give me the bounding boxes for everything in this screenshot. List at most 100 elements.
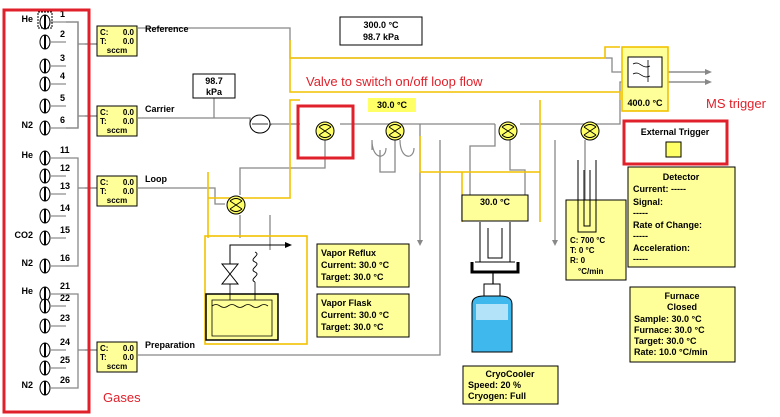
ms-trigger-annotation: MS trigger bbox=[706, 96, 767, 111]
fc-t-label: T: bbox=[100, 353, 107, 362]
flow-controller-box[interactable] bbox=[96, 341, 138, 373]
vapor-flask-target: Target: 30.0 °C bbox=[321, 322, 384, 332]
switching-valve-icon[interactable] bbox=[580, 121, 600, 141]
port-number: 4 bbox=[60, 71, 65, 81]
fc-t-value: 0.0 bbox=[123, 117, 135, 126]
pressure-gauge-unit: kPa bbox=[206, 87, 223, 97]
switching-valve-icon[interactable] bbox=[226, 195, 246, 215]
gas-port[interactable]: 22 bbox=[39, 293, 70, 314]
fc-unit: sccm bbox=[107, 362, 127, 371]
fc-unit: sccm bbox=[107, 126, 127, 135]
arrow-down-1 bbox=[417, 240, 423, 246]
fc-c-value: 0.0 bbox=[123, 28, 135, 37]
fc-c-value: 0.0 bbox=[123, 108, 135, 117]
flask-connectors bbox=[229, 282, 256, 300]
port-gas-label: He bbox=[21, 150, 33, 160]
carrier-line bbox=[85, 81, 705, 125]
fc-unit: sccm bbox=[107, 46, 127, 55]
port-number: 25 bbox=[60, 355, 70, 365]
port-selection bbox=[37, 11, 53, 29]
manifold-connector bbox=[66, 21, 97, 129]
gas-port[interactable]: 23 bbox=[39, 313, 70, 334]
furnace-panel bbox=[629, 286, 736, 363]
furnace-rate: Rate: 10.0 °C/min bbox=[634, 347, 708, 357]
flow-controller-box[interactable] bbox=[96, 105, 138, 137]
switching-valve-icon[interactable] bbox=[385, 121, 405, 141]
flow-controller-box[interactable] bbox=[96, 175, 138, 207]
gas-port[interactable]: 3 bbox=[39, 53, 66, 74]
vapor-reflux-target: Target: 30.0 °C bbox=[321, 272, 384, 282]
fc-c-value: 0.0 bbox=[123, 178, 135, 187]
sample-loop-icon bbox=[371, 139, 415, 157]
ms-oven-temp: 400.0 °C bbox=[627, 98, 663, 108]
gas-port[interactable]: 25 bbox=[39, 355, 70, 376]
port-number: 3 bbox=[60, 53, 65, 63]
loop-line bbox=[85, 187, 225, 205]
fc-name: Reference bbox=[145, 24, 189, 34]
detector-accel-val: ----- bbox=[633, 254, 648, 264]
fc-c-label: C: bbox=[100, 108, 108, 117]
gas-port[interactable]: 14 bbox=[39, 203, 70, 224]
gas-port[interactable]: 5 bbox=[39, 93, 66, 114]
vapor-flask-current: Current: 30.0 °C bbox=[321, 310, 390, 320]
fc-t-label: T: bbox=[100, 117, 107, 126]
manifold-connector bbox=[66, 21, 97, 129]
heater-rate-unit: °C/min bbox=[578, 267, 604, 276]
vapor-flask-panel bbox=[316, 293, 410, 338]
sample-tube-icon bbox=[577, 160, 597, 233]
heater-target: T: 0 °C bbox=[570, 246, 595, 255]
port-gas-label: N2 bbox=[21, 120, 33, 130]
flow-controller-box[interactable] bbox=[96, 25, 138, 57]
gas-port[interactable]: 1He bbox=[21, 9, 66, 30]
gas-port[interactable]: 6N2 bbox=[21, 115, 66, 136]
external-trigger-checkbox[interactable] bbox=[665, 141, 682, 158]
cryo-dewar-icon bbox=[470, 262, 520, 274]
furnace-title: Furnace bbox=[664, 291, 699, 301]
fc-t-value: 0.0 bbox=[123, 37, 135, 46]
flow-controllers: C:0.0T:0.0sccmReferenceC:0.0T:0.0sccmCar… bbox=[96, 24, 195, 373]
detector-rate: Rate of Change: bbox=[633, 220, 702, 230]
heated-zone-outline bbox=[207, 40, 621, 238]
valve-annotation: Valve to switch on/off loop flow bbox=[306, 74, 483, 89]
fc-c-label: C: bbox=[100, 28, 108, 37]
valve-highlight bbox=[296, 104, 355, 160]
gas-port[interactable]: 13 bbox=[39, 181, 70, 202]
gas-port[interactable]: 24 bbox=[39, 337, 70, 358]
cryocooler-title: CryoCooler bbox=[485, 369, 535, 379]
port-number: 23 bbox=[60, 313, 70, 323]
valves bbox=[226, 121, 600, 215]
pressure-gauge-value: 98.7 bbox=[205, 76, 223, 86]
port-number: 1 bbox=[60, 9, 65, 19]
arrow-out-1 bbox=[705, 69, 712, 75]
port-gas-label: N2 bbox=[21, 258, 33, 268]
gas-ports: 1He23456N211He12131415CO216N221He2223242… bbox=[14, 9, 70, 396]
main-temp: 300.0 °C bbox=[363, 20, 399, 30]
cryocooler-cryogen: Cryogen: Full bbox=[468, 391, 526, 401]
furnace-furnace: Furnace: 30.0 °C bbox=[634, 325, 705, 335]
gas-port[interactable]: 4 bbox=[39, 71, 66, 92]
fc-c-label: C: bbox=[100, 178, 108, 187]
switching-valve-icon[interactable] bbox=[315, 121, 335, 141]
port-number: 2 bbox=[60, 29, 65, 39]
gases-label: Gases bbox=[103, 390, 141, 405]
gas-port[interactable]: 12 bbox=[39, 163, 70, 184]
manifold-connector bbox=[66, 157, 97, 267]
arrow-out-2 bbox=[705, 79, 712, 85]
switching-valve-icon[interactable] bbox=[498, 121, 518, 141]
port-number: 13 bbox=[60, 181, 70, 191]
fc-unit: sccm bbox=[107, 196, 127, 205]
gas-port[interactable]: 2 bbox=[39, 29, 66, 50]
fc-t-label: T: bbox=[100, 187, 107, 196]
main-pressure: 98.7 kPa bbox=[363, 32, 400, 42]
reflux-coil-icon bbox=[252, 251, 258, 283]
